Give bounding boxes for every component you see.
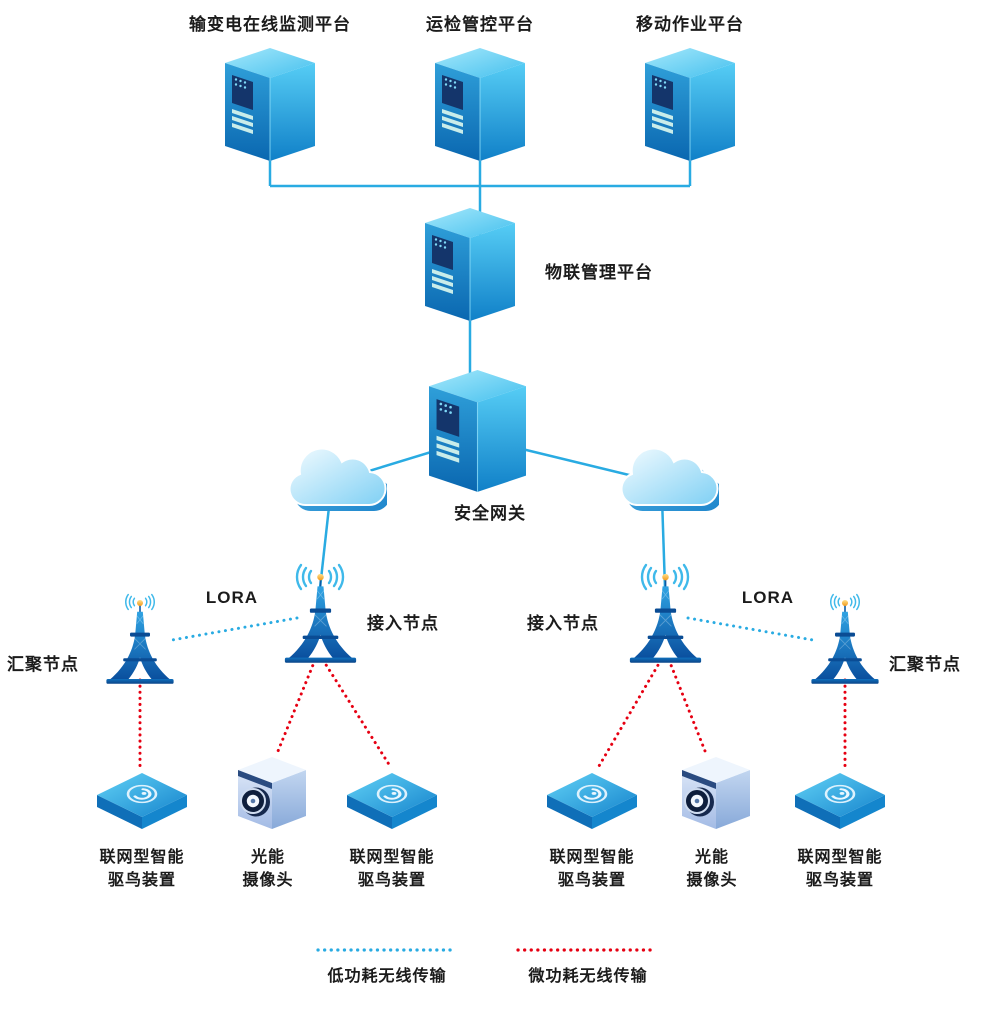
device-label-line1: 光能: [694, 849, 730, 866]
platform-label-mobile: 移动作业平台: [636, 15, 744, 34]
device-label-line1: 联网型智能: [549, 849, 635, 866]
device-label-bird-1: 联网型智能 驱鸟装置: [99, 846, 184, 892]
lora-label-right: LORA: [741, 588, 795, 607]
access-node-label-right: 接入节点: [527, 614, 599, 633]
device-label-line2: 驱鸟装置: [357, 872, 427, 889]
camera-icon: [237, 756, 307, 830]
aggregation-node-label-right: 汇聚节点: [889, 655, 961, 674]
device-label-bird-3: 联网型智能 驱鸟装置: [549, 846, 634, 892]
security-gateway-label: 安全网关: [454, 504, 526, 523]
device-label-line2: 摄像头: [242, 872, 294, 889]
bird-repeller-icon: [97, 773, 187, 831]
device-label-camera-1: 光能 摄像头: [242, 846, 293, 892]
device-label-bird-2: 联网型智能 驱鸟装置: [349, 846, 434, 892]
device-label-line1: 光能: [250, 849, 286, 866]
lora-label-left: LORA: [205, 588, 259, 607]
bird-repeller-icon: [347, 773, 437, 831]
cloud-icon: [620, 447, 719, 513]
server-icon-mobile-platform: [645, 48, 735, 162]
server-icon-security-gateway: [429, 370, 526, 493]
radio-tower-icon-aggregation-right: [810, 599, 880, 685]
legend-label-low-power: 低功耗无线传输: [327, 968, 447, 985]
device-label-line2: 驱鸟装置: [805, 872, 875, 889]
server-icon-inspection-platform: [435, 48, 525, 162]
lora-dotted-links: [170, 616, 815, 642]
cloud-icon: [288, 447, 387, 513]
device-label-bird-4: 联网型智能 驱鸟装置: [797, 846, 882, 892]
access-node-label-left: 接入节点: [367, 614, 439, 633]
device-label-line1: 联网型智能: [797, 849, 883, 866]
device-label-line2: 摄像头: [686, 872, 738, 889]
server-icon-monitoring-platform: [225, 48, 315, 162]
camera-icon: [681, 756, 751, 830]
bird-repeller-icon: [795, 773, 885, 831]
legend-label-micro-power: 微功耗无线传输: [528, 968, 648, 985]
device-label-line2: 驱鸟装置: [557, 872, 627, 889]
bird-repeller-icon: [547, 773, 637, 831]
server-icon-iot-platform: [425, 208, 515, 322]
micro-power-dotted-links: [138, 658, 847, 772]
iot-platform-label: 物联管理平台: [545, 263, 653, 282]
device-label-camera-2: 光能 摄像头: [686, 846, 737, 892]
aggregation-node-label-left: 汇聚节点: [7, 655, 79, 674]
radio-tower-icon-access-right: [629, 573, 702, 664]
device-label-line2: 驱鸟装置: [107, 872, 177, 889]
radio-tower-icon-aggregation-left: [105, 599, 175, 685]
device-label-line1: 联网型智能: [349, 849, 435, 866]
platform-label-monitoring: 输变电在线监测平台: [189, 15, 351, 34]
device-label-line1: 联网型智能: [99, 849, 185, 866]
platform-label-inspection: 运检管控平台: [426, 15, 534, 34]
